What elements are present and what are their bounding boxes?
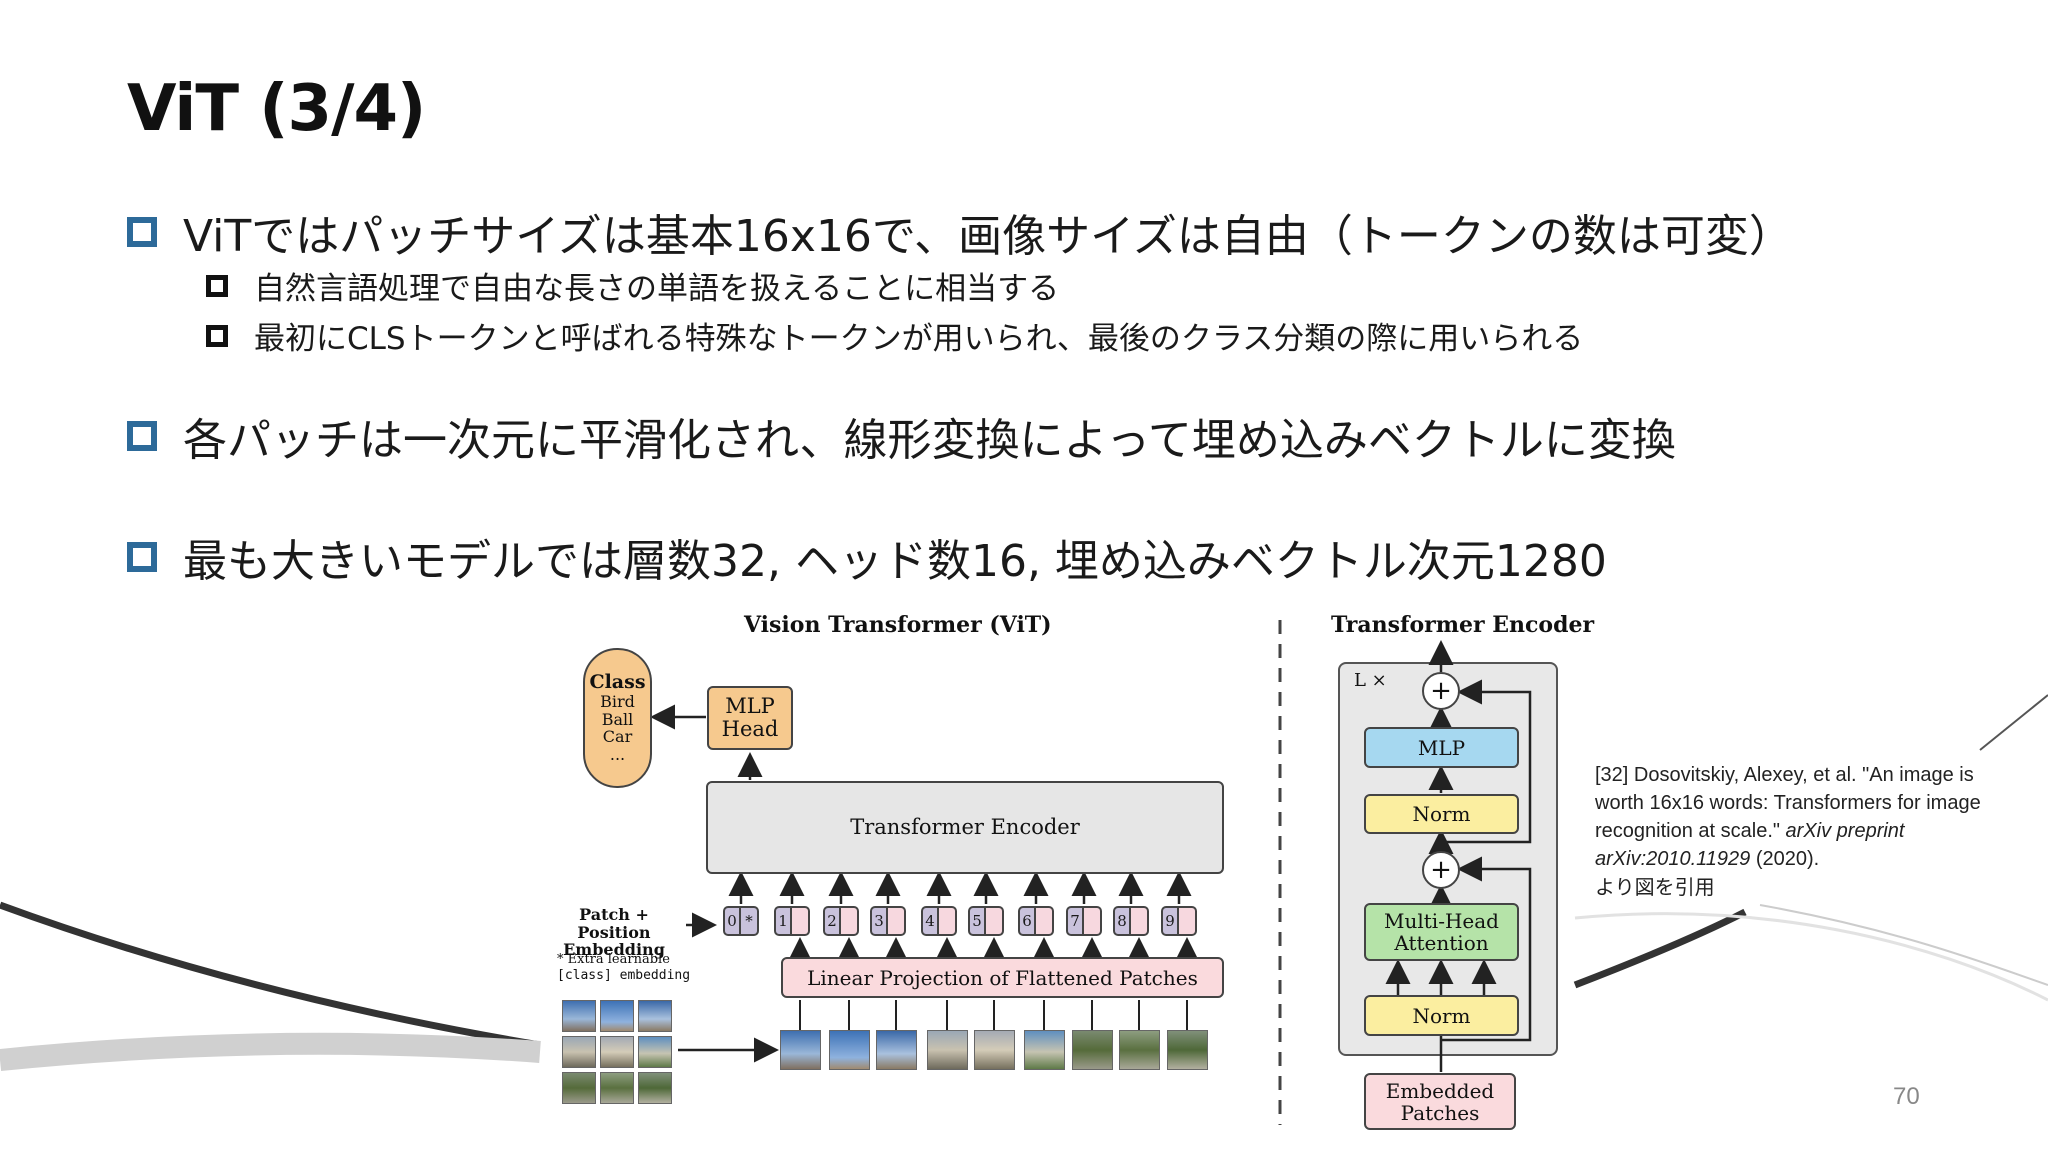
- token: 5: [968, 906, 1004, 936]
- citation-year: (2020).: [1750, 848, 1820, 870]
- transformer-encoder-box: Transformer Encoder: [706, 781, 1224, 874]
- square-bullet-icon: [127, 217, 157, 247]
- square-bullet-icon: [206, 274, 228, 297]
- bullet-1: ViTではパッチサイズは基本16x16で、画像サイズは自由（トークンの数は可変）: [127, 200, 1793, 264]
- token-index: 0: [723, 906, 741, 936]
- bullet-text: ViTではパッチサイズは基本16x16で、画像サイズは自由（トークンの数は可変）: [183, 211, 1793, 262]
- encoder-norm-top-box: Norm: [1364, 794, 1519, 834]
- token: 3: [870, 906, 906, 936]
- token-embedding: [1084, 906, 1102, 936]
- linear-projection-box: Linear Projection of Flattened Patches: [781, 957, 1224, 998]
- page-number: 70: [1893, 1083, 1920, 1110]
- embedded-patches-box: Embedded Patches: [1364, 1073, 1516, 1130]
- plus-circle-icon: +: [1422, 672, 1460, 710]
- token-index: 3: [870, 906, 888, 936]
- token-index: 2: [823, 906, 841, 936]
- extra-learnable-note: * Extra learnable: [557, 952, 670, 967]
- encoder-mlp-box: MLP: [1364, 727, 1519, 768]
- square-bullet-icon: [206, 324, 228, 347]
- token: 1: [774, 906, 810, 936]
- token-index: 5: [968, 906, 986, 936]
- token: 4: [921, 906, 957, 936]
- plus-circle-icon: +: [1422, 851, 1460, 889]
- bullet-2: 各パッチは一次元に平滑化され、線形変換によって埋め込みベクトルに変換: [127, 404, 1676, 468]
- class-item: Bird: [600, 692, 635, 712]
- multi-head-attention-box: Multi-Head Attention: [1364, 903, 1519, 961]
- sub-bullet-1: 自然言語処理で自由な長さの単語を扱えることに相当する: [206, 263, 1059, 308]
- token: 9: [1161, 906, 1197, 936]
- token-cls: 0 *: [723, 906, 759, 936]
- token: 2: [823, 906, 859, 936]
- citation-journal: arXiv preprint arXiv:2010.11929: [1595, 820, 1905, 870]
- encoder-norm-bottom-box: Norm: [1364, 995, 1519, 1036]
- token-index: 1: [774, 906, 792, 936]
- sub-bullet-2: 最初にCLSトークンと呼ばれる特殊なトークンが用いられ、最後のクラス分類の際に用…: [206, 313, 1583, 358]
- token-index: 9: [1161, 906, 1179, 936]
- square-bullet-icon: [127, 421, 157, 451]
- citation-note: より図を引用: [1595, 875, 1715, 899]
- token-embedding: [1179, 906, 1197, 936]
- class-item: ...: [609, 745, 626, 765]
- bullet-text: 各パッチは一次元に平滑化され、線形変換によって埋め込みベクトルに変換: [183, 415, 1676, 466]
- token: 6: [1018, 906, 1054, 936]
- citation-plain: [32] Dosovitskiy, Alexey, et al. "An ima…: [1595, 764, 1981, 842]
- token-index: 8: [1113, 906, 1131, 936]
- bullet-text: 最も大きいモデルでは層数32, ヘッド数16, 埋め込みベクトル次元1280: [183, 536, 1607, 587]
- repeat-label: L ×: [1354, 670, 1387, 691]
- bullet-3: 最も大きいモデルでは層数32, ヘッド数16, 埋め込みベクトル次元1280: [127, 525, 1607, 589]
- class-output-box: Class Bird Ball Car ...: [583, 648, 652, 788]
- vit-figure-title: Vision Transformer (ViT): [744, 612, 1052, 638]
- token-index: 6: [1018, 906, 1036, 936]
- mlp-head-box: MLP Head: [707, 686, 793, 750]
- square-bullet-icon: [127, 542, 157, 572]
- token-embedding: [939, 906, 957, 936]
- token-index: 4: [921, 906, 939, 936]
- class-embedding-note: [class] embedding: [557, 968, 691, 983]
- token: 8: [1113, 906, 1149, 936]
- class-item: Ball: [601, 709, 634, 729]
- token-embedding: [888, 906, 906, 936]
- bullet-text: 最初にCLSトークンと呼ばれる特殊なトークンが用いられ、最後のクラス分類の際に用…: [254, 321, 1584, 357]
- token-embedding: [841, 906, 859, 936]
- bullet-text: 自然言語処理で自由な長さの単語を扱えることに相当する: [254, 271, 1060, 307]
- encoder-figure-title: Transformer Encoder: [1331, 612, 1595, 638]
- class-heading: Class: [589, 671, 646, 694]
- token: 7: [1066, 906, 1102, 936]
- token-embedding: [792, 906, 810, 936]
- class-item: Car: [602, 727, 633, 747]
- token-index: 7: [1066, 906, 1084, 936]
- patch-position-label: Patch + Position Embedding: [563, 905, 665, 960]
- token-embedding: [1036, 906, 1054, 936]
- citation-text: [32] Dosovitskiy, Alexey, et al. "An ima…: [1595, 761, 2025, 902]
- cls-marker: *: [741, 906, 759, 936]
- token-embedding: [1131, 906, 1149, 936]
- token-embedding: [986, 906, 1004, 936]
- slide-title: ViT (3/4): [127, 72, 426, 146]
